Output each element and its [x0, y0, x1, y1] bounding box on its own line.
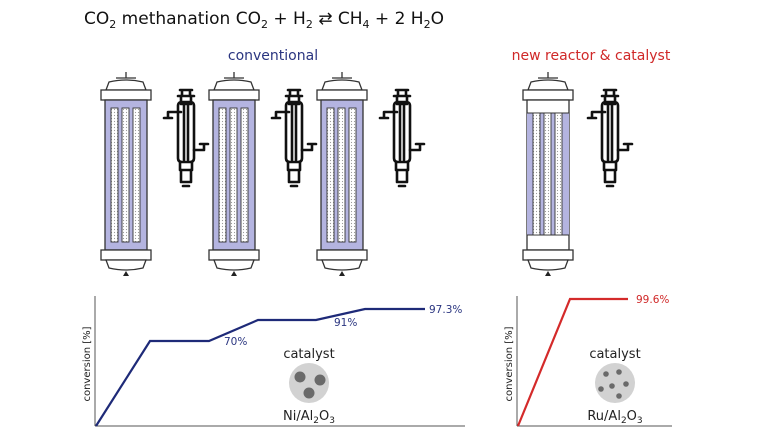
catalyst-tube [218, 107, 227, 243]
section-label-new: new reactor & catalyst [512, 48, 671, 64]
new-reactor [522, 72, 574, 276]
catalyst-tube [348, 107, 357, 243]
right-catalyst-name: Ru/Al2O3 [587, 409, 642, 426]
left-catalyst-particle [294, 371, 306, 383]
reactor-vessel [522, 72, 574, 276]
right-catalyst-particle [609, 383, 615, 389]
left-catalyst-particle [314, 374, 326, 386]
left-ylabel: conversion [%] [82, 326, 93, 401]
catalyst-tube [554, 112, 563, 236]
catalyst-tube [229, 107, 238, 243]
left-annotation-70: 70% [224, 336, 247, 348]
heat-exchanger-icon [378, 88, 426, 188]
right-conversion-line [516, 297, 628, 427]
right-conversion-plot: conversion [%] 99.6% catalyst Ru/Al2O3 [504, 294, 672, 427]
conventional-reactor-train [100, 72, 368, 276]
heat-exchanger-icon [162, 88, 210, 188]
right-catalyst-particle [623, 381, 629, 387]
right-catalyst-particle [603, 371, 609, 377]
reactor-vessel [316, 72, 368, 276]
catalyst-tube [543, 112, 552, 236]
catalyst-tube [326, 107, 335, 243]
right-catalyst-label: catalyst [589, 347, 640, 362]
catalyst-tube [132, 107, 141, 243]
catalyst-tube [532, 112, 541, 236]
right-ylabel: conversion [%] [504, 326, 515, 401]
catalyst-tube [240, 107, 249, 243]
section-label-conventional: conventional [228, 48, 318, 64]
left-annotation-97: 97.3% [429, 304, 462, 316]
catalyst-tube [121, 107, 130, 243]
reactor-vessel [208, 72, 260, 276]
left-catalyst-label: catalyst [283, 347, 334, 362]
left-annotation-91: 91% [334, 317, 357, 329]
right-catalyst-particle [616, 369, 622, 375]
left-conversion-line [95, 307, 425, 427]
right-annotation-99: 99.6% [636, 294, 669, 306]
left-catalyst-particle [303, 387, 315, 399]
figure-title: CO2 methanation CO2 + H2 ⇄ CH4 + 2 H2O [84, 9, 444, 31]
heat-exchangers [162, 88, 634, 188]
catalyst-tube [110, 107, 119, 243]
right-catalyst-particle [598, 386, 604, 392]
right-catalyst-disc [595, 363, 635, 403]
left-conversion-plot: conversion [%] 70% 91% 97.3% catalyst Ni… [82, 296, 465, 427]
left-catalyst-name: Ni/Al2O3 [283, 409, 335, 426]
catalyst-tube [337, 107, 346, 243]
reactor-vessel [100, 72, 152, 276]
heat-exchanger-icon [586, 88, 634, 188]
heat-exchanger-icon [270, 88, 318, 188]
right-catalyst-particle [616, 393, 622, 399]
